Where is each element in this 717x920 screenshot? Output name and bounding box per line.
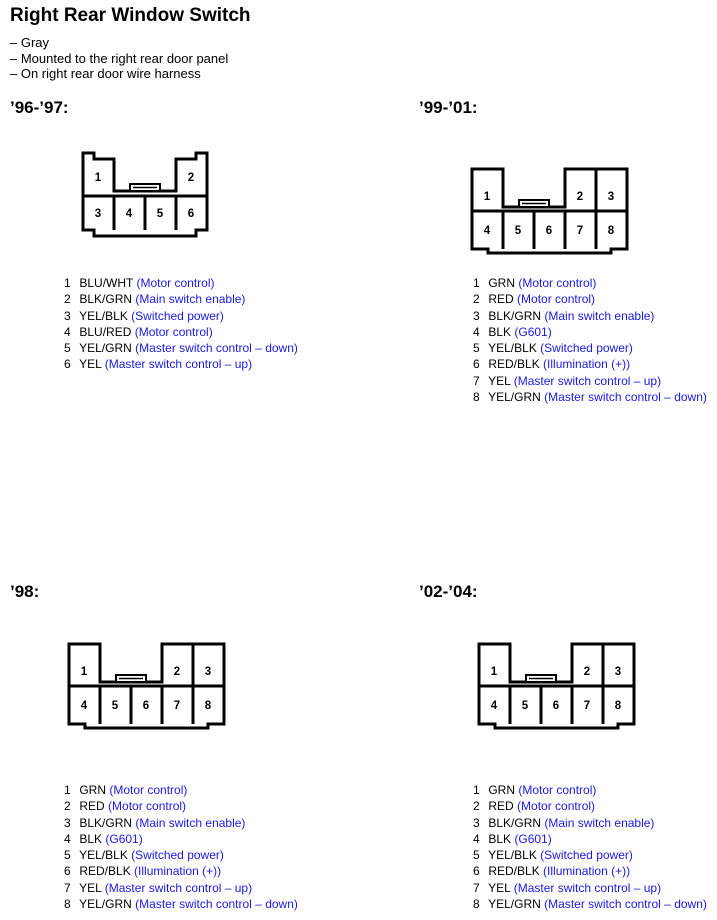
list-item: 6 RED/BLK (Illumination (+)) [473,357,631,372]
pin-label: 3 [95,208,101,220]
pin-label: 6 [553,700,559,712]
pin-list-98: 1 GRN (Motor control) 2 RED (Motor contr… [64,782,298,912]
pin-label: 2 [584,666,590,678]
list-item: 2 RED (Motor control) [64,799,187,814]
pin-label: 8 [615,700,622,712]
section-label-98: ’98: [10,582,40,601]
pin-list-02-04: 1 GRN (Motor control) 2 RED (Motor contr… [473,782,707,912]
pin-label: 2 [577,191,583,203]
pin-label: 5 [522,700,529,712]
notes-list: – Gray – Mounted to the right rear door … [10,35,228,82]
list-item: 6 YEL (Master switch control – up) [64,357,253,372]
list-item: 8 YEL/GRN (Master switch control – down) [473,390,707,405]
pin-list-99-01: 1 GRN (Motor control) 2 RED (Motor contr… [473,275,707,405]
list-item: 1 GRN (Motor control) [64,783,188,797]
page-title: Right Rear Window Switch [10,5,251,26]
list-item: 1 GRN (Motor control) [473,783,597,797]
list-item: 3 BLK/GRN (Main switch enable) [64,815,246,830]
list-item: 3 BLK/GRN (Main switch enable) [473,308,655,323]
list-item: 2 RED (Motor control) [473,292,596,307]
list-item: 7 YEL (Master switch control – up) [473,880,662,895]
pin-label: 3 [608,191,614,203]
list-item: 4 BLK (G601) [473,831,552,846]
list-item: 5 YEL/BLK (Switched power) [64,848,224,863]
connector-8-pin-02-04: 1 2 3 4 5 6 7 8 [477,642,636,730]
list-item: 5 YEL/BLK (Switched power) [473,341,633,356]
connector-6-pin-96-97: 1 2 3 4 5 6 [81,151,209,238]
note-harness: – On right rear door wire harness [10,66,201,81]
pin-label: 3 [205,666,211,678]
list-item: 5 YEL/BLK (Switched power) [473,848,633,863]
pin-label: 1 [484,191,491,203]
list-item: 2 RED (Motor control) [473,799,596,814]
list-item: 6 RED/BLK (Illumination (+)) [473,864,631,879]
pin-label: 7 [577,225,583,237]
pin-label: 3 [615,666,621,678]
pin-label: 5 [112,700,119,712]
pin-label: 1 [81,666,88,678]
list-item: 5 YEL/GRN (Master switch control – down) [64,341,298,356]
list-item: 7 YEL (Master switch control – up) [64,880,253,895]
list-item: 4 BLU/RED (Motor control) [64,324,213,339]
pin-label: 6 [546,225,552,237]
section-label-99-01: ’99-’01: [419,98,478,117]
list-item: 7 YEL (Master switch control – up) [473,373,662,388]
list-item: 4 BLK (G601) [64,831,143,846]
pin-label: 5 [157,208,164,220]
pin-label: 8 [608,225,615,237]
pin-label: 7 [174,700,180,712]
list-item: 3 BLK/GRN (Main switch enable) [473,815,655,830]
list-item: 4 BLK (G601) [473,324,552,339]
pin-list-96-97: 1 BLU/WHT (Motor control) 2 BLK/GRN (Mai… [64,275,298,373]
pin-label: 6 [143,700,149,712]
connector-8-pin-98: 1 2 3 4 5 6 7 8 [67,642,226,730]
pin-label: 4 [484,225,491,237]
list-item: 1 GRN (Motor control) [473,276,597,290]
pin-label: 2 [174,666,180,678]
pin-label: 4 [81,700,88,712]
list-item: 1 BLU/WHT (Motor control) [64,276,215,290]
list-item: 2 BLK/GRN (Main switch enable) [64,292,246,307]
list-item: 8 YEL/GRN (Master switch control – down) [64,897,298,912]
pin-label: 2 [188,172,194,184]
pin-label: 4 [491,700,498,712]
section-label-02-04: ’02-’04: [419,582,478,601]
note-color: – Gray [10,35,50,50]
pin-label: 6 [188,208,194,220]
note-location: – Mounted to the right rear door panel [10,50,229,66]
pin-label: 1 [491,666,498,678]
pin-label: 7 [584,700,590,712]
pin-label: 1 [95,172,102,184]
section-label-96-97: ’96-’97: [10,98,69,117]
pin-label: 5 [515,225,522,237]
pin-label: 4 [126,208,133,220]
list-item: 8 YEL/GRN (Master switch control – down) [473,897,707,912]
pin-label: 8 [205,700,212,712]
connector-8-pin-99-01: 1 2 3 4 5 6 7 8 [470,167,629,255]
list-item: 3 YEL/BLK (Switched power) [64,308,224,323]
list-item: 6 RED/BLK (Illumination (+)) [64,864,222,879]
